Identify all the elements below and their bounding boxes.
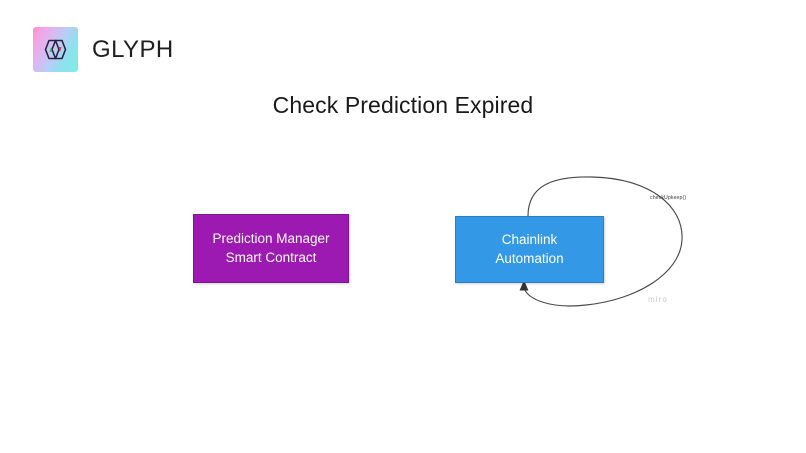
brand-name: GLYPH — [92, 35, 174, 63]
node-chainlink-automation-label: Chainlink Automation — [495, 232, 564, 266]
brand-logo[interactable]: GLYPH — [33, 27, 174, 72]
miro-watermark: miro — [648, 295, 668, 304]
node-prediction-manager[interactable]: Prediction Manager Smart Contract — [193, 214, 349, 283]
glyph-dual-hexagon-icon — [33, 27, 78, 72]
page-title: Check Prediction Expired — [272, 92, 534, 118]
node-prediction-manager-label: Prediction Manager Smart Contract — [212, 231, 330, 265]
edge-label-checkupkeep: checkUpkeep() — [650, 195, 687, 201]
node-chainlink-automation[interactable]: Chainlink Automation — [455, 216, 604, 283]
